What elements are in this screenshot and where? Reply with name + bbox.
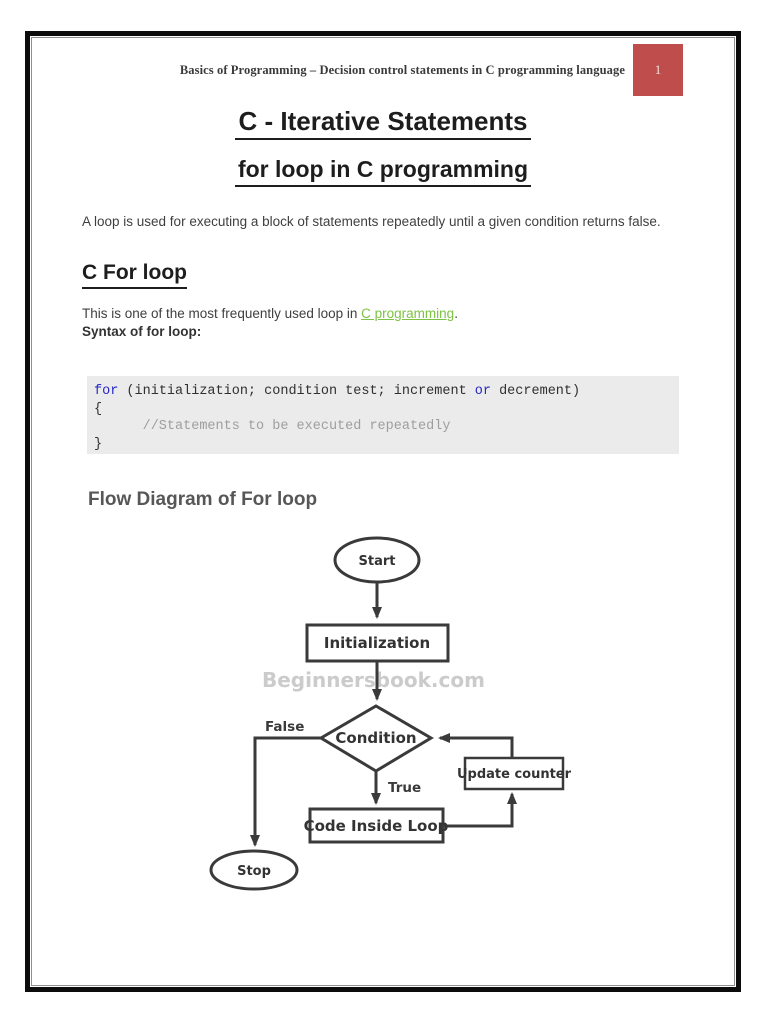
doc-title-wrap: C - Iterative Statements [30,106,736,141]
initialization-node-label: Initialization [324,634,430,652]
code-keyword-for: for [94,384,119,399]
code-inside-loop-node-label: Code Inside Loop [304,817,449,835]
code-text: decrement) [490,384,581,399]
doc-subtitle-wrap: for loop in C programming [30,156,736,187]
code-line-2: { [94,401,103,417]
doc-title: C - Iterative Statements [234,106,532,141]
true-branch-label: True [388,780,421,796]
section-body-prefix: This is one of the most frequently used … [82,306,362,321]
edge-update-to-condition [438,733,514,758]
code-line-1: for (initialization; condition test; inc… [94,383,679,401]
stop-node-shape [209,849,299,891]
edge-code-to-update [443,792,517,828]
page-header: Basics of Programming – Decision control… [30,44,683,96]
syntax-label: Syntax of for loop: [82,324,202,339]
code-block: for (initialization; condition test; inc… [87,376,679,454]
code-inside-loop-node-shape [308,807,445,844]
code-line-3-comment: //Statements to be executed repeatedly [94,419,451,434]
section-heading-wrap: C For loop [82,260,187,290]
document-page: Basics of Programming – Decision control… [25,31,741,992]
intro-paragraph: A loop is used for executing a block of … [82,214,661,229]
section-body-line: This is one of the most frequently used … [82,304,722,323]
edge-false-to-stop [250,736,321,847]
condition-node-shape [318,704,434,773]
stop-node-label: Stop [237,864,271,879]
header-title: Basics of Programming – Decision control… [179,62,625,77]
flow-diagram-heading: Flow Diagram of For loop [88,489,318,510]
start-node-label: Start [359,554,396,569]
watermark-text: Beginnersbook.com [262,668,485,692]
doc-subtitle: for loop in C programming [234,156,532,187]
code-line-4: } [94,436,103,452]
condition-node-label: Condition [335,729,416,747]
update-counter-node-label: Update counter [457,767,572,782]
update-counter-node-shape [463,756,565,791]
page-number-badge: 1 [633,44,683,96]
section-heading: C For loop [82,260,187,290]
start-node-shape [333,536,421,584]
c-programming-link[interactable]: C programming [361,306,455,321]
false-branch-label: False [265,719,304,735]
flow-diagram: Beginnersbook.com Start Initialization C… [209,536,572,891]
code-text: (initialization; condition test; increme… [118,384,475,399]
initialization-node-shape [305,623,450,663]
code-keyword-or: or [474,384,491,399]
section-body-suffix: . [454,306,458,321]
